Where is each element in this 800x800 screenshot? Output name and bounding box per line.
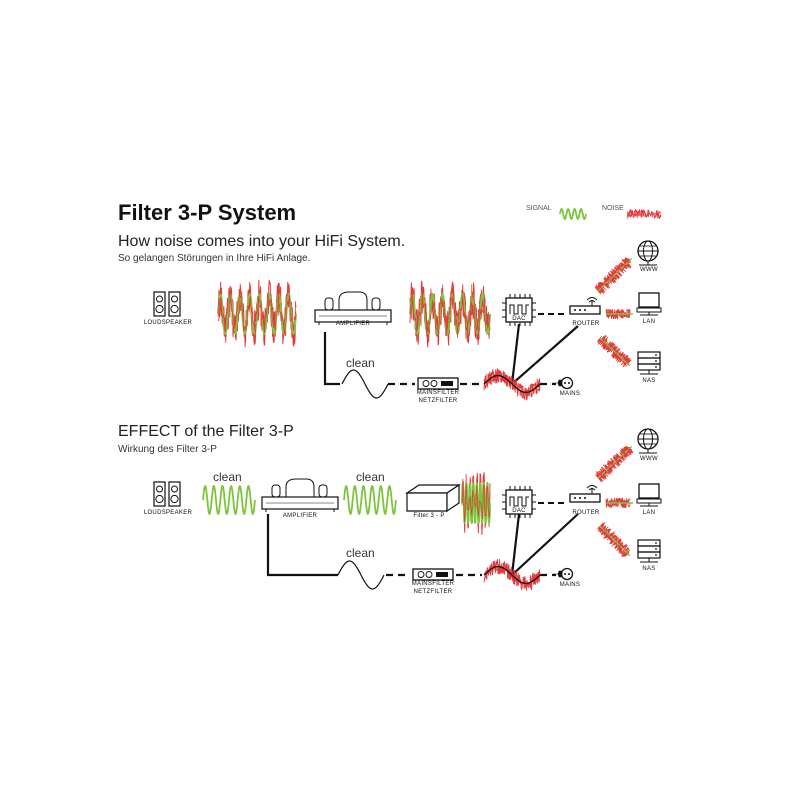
clean-wave-speaker (202, 485, 256, 515)
mains-sine-trace (341, 369, 389, 399)
clean-label-bottom: clean (346, 546, 375, 560)
mixed-wave-top-a (217, 279, 297, 348)
router-label-bottom: ROUTER (572, 510, 600, 516)
router-to-mains-line (511, 325, 579, 385)
computer-icon (636, 292, 662, 316)
loudspeaker-label: LOUDSPEAKER (143, 320, 193, 326)
noise-trace (461, 478, 491, 523)
amp-to-clean-line-bottom (266, 514, 338, 577)
mains-label-bottom: MAINS (559, 582, 581, 588)
clean-label-amp: clean (356, 470, 385, 484)
noise-nas-top (597, 335, 632, 368)
router-to-mains-line-bottom (511, 513, 579, 576)
router-label: ROUTER (572, 321, 600, 327)
dac-label: DAC (512, 316, 526, 322)
signal-trace (597, 257, 633, 292)
clean-wave-mains-bottom (337, 560, 385, 590)
globe-icon-bottom (637, 428, 659, 454)
filter3p-label: Filter 3 - P (413, 513, 445, 519)
signal-trace (202, 485, 256, 515)
signal-trace (343, 485, 397, 515)
amplifier-icon-bottom (261, 478, 339, 513)
noise-trace (217, 291, 297, 336)
loudspeaker-icon-bottom (153, 481, 181, 507)
mainsfilter-icon-bottom (412, 568, 454, 581)
mixed-wave-top-b (409, 280, 491, 348)
noise-trace (605, 497, 631, 509)
signal-trace (599, 337, 631, 367)
dac-to-mains-line (510, 323, 521, 385)
dac-label-bottom: DAC (512, 508, 526, 514)
router-icon (569, 296, 601, 315)
noise-nas-bottom (597, 522, 631, 558)
signal-trace (559, 208, 587, 220)
mains-sine-trace (483, 565, 541, 585)
mains-noise-wave-bottom (483, 558, 541, 592)
mainsfilter-icon (417, 377, 459, 390)
noise-trace (626, 209, 662, 219)
mixed-wave-dac-bottom (461, 471, 491, 535)
dac-to-mains-line-bottom (510, 513, 521, 576)
clean-wave-amp (343, 485, 397, 515)
router-icon-bottom (569, 484, 601, 503)
globe-icon (637, 240, 659, 266)
mains-label: MAINS (559, 391, 581, 397)
signal-trace (597, 445, 633, 479)
lan-label-bottom: LAN (642, 510, 656, 516)
amplifier-label-bottom: AMPLIFIER (282, 513, 318, 519)
effect-title: EFFECT of the Filter 3-P (118, 423, 294, 440)
mains-noise-wave-top (483, 367, 541, 401)
effect-title-german: Wirkung des Filter 3-P (118, 444, 217, 455)
mainsfilter-label-bottom: MAINSFILTER (411, 581, 455, 587)
noise-trace (409, 281, 491, 345)
noise-lan-top (605, 308, 633, 320)
clean-wave-top (341, 369, 389, 399)
lan-label: LAN (642, 319, 656, 325)
netzfilter-label: NETZFILTER (418, 398, 458, 404)
noise-trace (597, 335, 631, 368)
page-title: Filter 3-P System (118, 200, 297, 225)
noise-trace (483, 369, 541, 399)
legend-signal-wave (559, 208, 587, 220)
loudspeaker-label-bottom: LOUDSPEAKER (143, 510, 193, 516)
loudspeaker-icon (153, 291, 181, 317)
nas-label: NAS (642, 378, 656, 384)
noise-trace (626, 208, 662, 220)
subtitle: How noise comes into your HiFi System. (118, 233, 406, 250)
nas-icon-bottom (637, 539, 661, 563)
computer-icon-bottom (636, 483, 662, 507)
www-label: WWW (640, 267, 658, 273)
netzfilter-label-bottom: NETZFILTER (413, 589, 453, 595)
amp-to-clean-line (323, 332, 340, 386)
mains-sine-trace (483, 374, 541, 394)
mains-sine-trace (337, 560, 385, 590)
legend-signal-label: SIGNAL (526, 205, 552, 212)
noise-trace (595, 445, 634, 483)
signal-trace (599, 525, 631, 557)
www-label-bottom: WWW (640, 456, 658, 462)
plug-icon-bottom (552, 567, 574, 581)
amplifier-label: AMPLIFIER (335, 321, 371, 327)
mainsfilter-label: MAINSFILTER (416, 390, 460, 396)
noise-trace (605, 497, 631, 508)
noise-trace (595, 258, 631, 294)
nas-label-bottom: NAS (642, 566, 656, 572)
noise-lan-bottom (605, 497, 633, 509)
noise-www-top (594, 257, 633, 294)
legend-noise-wave (626, 208, 662, 220)
plug-icon (552, 376, 574, 390)
noise-trace (483, 561, 541, 589)
filter3p-icon (406, 484, 460, 512)
subtitle-german: So gelangen Störungen in Ihre HiFi Anlag… (118, 253, 311, 264)
noise-trace (409, 291, 491, 339)
noise-www-bottom (595, 445, 634, 483)
nas-icon (637, 351, 661, 375)
legend-noise-label: NOISE (602, 205, 624, 212)
clean-label-top: clean (346, 356, 375, 370)
clean-label-speaker: clean (213, 470, 242, 484)
